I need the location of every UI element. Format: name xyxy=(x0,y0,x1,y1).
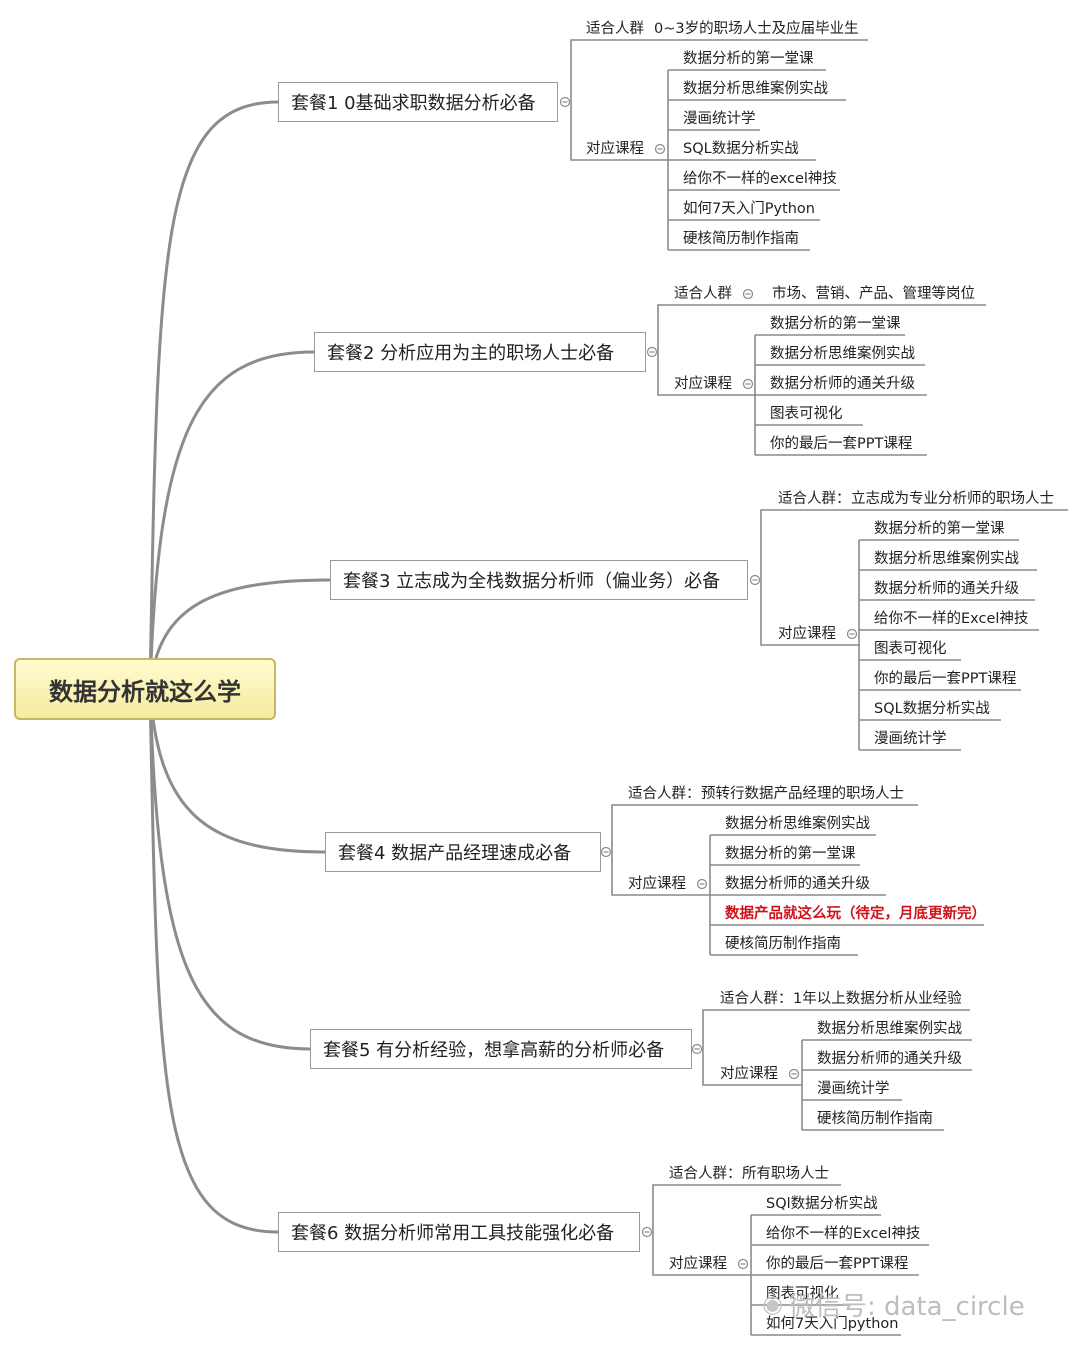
package-6-title: 套餐6 数据分析师常用工具技能强化必备 xyxy=(291,1223,615,1244)
package-2-course-item[interactable]: 数据分析的第一堂课 xyxy=(770,316,901,332)
package-6-course-item[interactable]: SQl数据分析实战 xyxy=(766,1196,878,1212)
package-4-bracket xyxy=(611,804,614,896)
package-5-node[interactable]: 套餐5 有分析经验，想拿高薪的分析师必备 xyxy=(310,1029,692,1069)
package-1-course-item[interactable]: 数据分析的第一堂课 xyxy=(683,51,814,67)
package-5-audience-label[interactable]: 适合人群： xyxy=(720,991,793,1007)
package-6-audience-label[interactable]: 适合人群： xyxy=(669,1166,742,1182)
package-3-course-item[interactable]: 数据分析师的通关升级 xyxy=(874,581,1019,597)
package-1-course-item[interactable]: 如何7天入门Python xyxy=(683,201,815,217)
package-2-course-item[interactable]: 图表可视化 xyxy=(770,406,843,422)
package-4-course-item[interactable]: 数据分析的第一堂课 xyxy=(725,846,856,862)
package-4-audience-value[interactable]: 预转行数据产品经理的职场人士 xyxy=(701,786,904,802)
package-4-course-item[interactable]: 数据产品就这么玩（待定，月底更新完） xyxy=(725,906,986,922)
package-6-audience-value[interactable]: 所有职场人士 xyxy=(742,1166,829,1182)
package-3-audience-label[interactable]: 适合人群： xyxy=(778,491,851,507)
root-topic[interactable]: 数据分析就这么学 xyxy=(14,658,276,720)
wechat-icon: ◉ xyxy=(762,1290,783,1318)
package-5-course-item[interactable]: 数据分析思维案例实战 xyxy=(817,1021,962,1037)
package-5-courses-label[interactable]: 对应课程 xyxy=(720,1066,778,1082)
package-1-audience-value[interactable]: 0~3岁的职场人士及应届毕业生 xyxy=(654,21,859,37)
package-6-course-item[interactable]: 你的最后一套PPT课程 xyxy=(766,1256,909,1272)
watermark-text: 微信号: data_circle xyxy=(788,1291,1025,1322)
package-4-course-item[interactable]: 硬核简历制作指南 xyxy=(725,936,841,952)
package-5-course-item[interactable]: 漫画统计学 xyxy=(817,1081,890,1097)
connector-package-6 xyxy=(148,688,279,1234)
package-1-course-item[interactable]: 给你不一样的excel神技 xyxy=(683,171,837,187)
package-6-course-item[interactable]: 图表可视化 xyxy=(766,1286,839,1302)
package-2-courses-label[interactable]: 对应课程 xyxy=(674,376,732,392)
package-6-course-item[interactable]: 如何7天入门python xyxy=(766,1316,899,1332)
package-1-course-item[interactable]: 硬核简历制作指南 xyxy=(683,231,799,247)
package-1-audience-label[interactable]: 适合人群 xyxy=(586,21,644,37)
package-4-courses-label[interactable]: 对应课程 xyxy=(628,876,686,892)
package-4-course-item[interactable]: 数据分析思维案例实战 xyxy=(725,816,870,832)
package-2-title: 套餐2 分析应用为主的职场人士必备 xyxy=(327,343,615,364)
watermark: ◉ 微信号: data_circle xyxy=(762,1284,1062,1324)
package-2-node[interactable]: 套餐2 分析应用为主的职场人士必备 xyxy=(314,332,646,372)
package-6-course-item[interactable]: 给你不一样的Excel神技 xyxy=(766,1226,921,1242)
package-4-course-item[interactable]: 数据分析师的通关升级 xyxy=(725,876,870,892)
package-5-bracket xyxy=(702,1009,706,1086)
package-1-course-item[interactable]: SQL数据分析实战 xyxy=(683,141,799,157)
connector-package-2 xyxy=(148,350,315,690)
connector-package-4 xyxy=(148,688,326,854)
package-6-node[interactable]: 套餐6 数据分析师常用工具技能强化必备 xyxy=(278,1212,640,1252)
package-5-audience-value[interactable]: 1年以上数据分析从业经验 xyxy=(793,991,962,1007)
package-5-title: 套餐5 有分析经验，想拿高薪的分析师必备 xyxy=(323,1040,665,1061)
package-1-course-item[interactable]: 数据分析思维案例实战 xyxy=(683,81,828,97)
package-3-course-item[interactable]: 你的最后一套PPT课程 xyxy=(874,671,1017,687)
package-3-course-item[interactable]: SQL数据分析实战 xyxy=(874,701,990,717)
package-3-course-item[interactable]: 图表可视化 xyxy=(874,641,947,657)
package-5-course-item[interactable]: 硬核简历制作指南 xyxy=(817,1111,933,1127)
package-3-course-item[interactable]: 数据分析的第一堂课 xyxy=(874,521,1005,537)
package-3-course-item[interactable]: 给你不一样的Excel神技 xyxy=(874,611,1029,627)
package-2-bracket xyxy=(657,304,660,396)
connector-package-1 xyxy=(148,100,279,690)
package-2-course-item[interactable]: 数据分析师的通关升级 xyxy=(770,376,915,392)
package-3-course-item[interactable]: 漫画统计学 xyxy=(874,731,947,747)
connector-package-5 xyxy=(148,688,311,1051)
package-2-audience-label[interactable]: 适合人群 xyxy=(674,286,732,302)
package-3-node[interactable]: 套餐3 立志成为全栈数据分析师（偏业务）必备 xyxy=(330,560,748,600)
package-1-bracket xyxy=(570,39,572,161)
package-3-course-item[interactable]: 数据分析思维案例实战 xyxy=(874,551,1019,567)
package-6-courses-label[interactable]: 对应课程 xyxy=(669,1256,727,1272)
root-topic-label: 数据分析就这么学 xyxy=(49,677,241,706)
package-4-title: 套餐4 数据产品经理速成必备 xyxy=(338,843,572,864)
package-1-title: 套餐1 0基础求职数据分析必备 xyxy=(291,93,536,114)
package-6-bracket xyxy=(652,1184,655,1276)
package-3-audience-value[interactable]: 立志成为专业分析师的职场人士 xyxy=(851,491,1054,507)
package-3-courses-label[interactable]: 对应课程 xyxy=(778,626,836,642)
package-4-node[interactable]: 套餐4 数据产品经理速成必备 xyxy=(325,832,601,872)
package-1-courses-label[interactable]: 对应课程 xyxy=(586,141,644,157)
package-1-node[interactable]: 套餐1 0基础求职数据分析必备 xyxy=(278,82,558,122)
package-2-audience-value[interactable]: 市场、营销、产品、管理等岗位 xyxy=(772,286,975,302)
package-5-course-item[interactable]: 数据分析师的通关升级 xyxy=(817,1051,962,1067)
package-3-bracket xyxy=(760,509,764,646)
package-2-course-item[interactable]: 数据分析思维案例实战 xyxy=(770,346,915,362)
package-3-title: 套餐3 立志成为全栈数据分析师（偏业务）必备 xyxy=(343,571,721,592)
package-1-course-item[interactable]: 漫画统计学 xyxy=(683,111,756,127)
package-2-course-item[interactable]: 你的最后一套PPT课程 xyxy=(770,436,913,452)
package-4-audience-label[interactable]: 适合人群： xyxy=(628,786,701,802)
